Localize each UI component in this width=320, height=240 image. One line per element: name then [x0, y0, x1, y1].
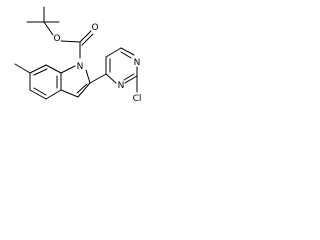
- bond-c3-c3a: [60, 89, 79, 98]
- bond-c7a-c7: [45, 64, 62, 74]
- indole-pyrrole-ring: [60, 65, 91, 98]
- pyrimidine-n1-label: N: [134, 58, 141, 68]
- bond-c6-n1: [120, 47, 135, 56]
- structure-canvas: O O N N N Cl: [0, 0, 150, 129]
- bond-carbonyl-double-a: [79, 30, 92, 43]
- pyrimidine-ring: [105, 47, 138, 93]
- indole-benzene-ring: [14, 63, 62, 100]
- bond-c4-c3a: [45, 89, 62, 100]
- indole-nitrogen-label: N: [77, 62, 84, 72]
- chemical-structure: O O N N N Cl: [14, 6, 142, 104]
- boc-carbamate: [60, 30, 94, 59]
- bond-aromatic-inner-c: [123, 73, 135, 81]
- bond-c5-c4: [29, 89, 47, 100]
- bond-c2-c3-inner: [76, 83, 88, 94]
- bond-c5-c6: [105, 47, 122, 58]
- bond-n3-c4: [105, 73, 117, 84]
- bond-tbu-to-oxygen: [43, 21, 54, 36]
- bond-n1-c2: [85, 69, 91, 84]
- bond-c2-c3: [77, 82, 91, 98]
- bond-carbonyl-double-b: [81, 33, 94, 46]
- bond-aromatic-inner-a: [33, 68, 48, 76]
- bond-c2-n3: [124, 75, 138, 84]
- bond-aromatic-inner-b: [33, 87, 47, 96]
- bond-ester-o-to-carbonyl: [60, 40, 81, 43]
- tert-butyl-group: [26, 6, 60, 36]
- bond-indole-to-pyrimidine: [89, 73, 107, 84]
- pyrimidine-n3-label: N: [118, 81, 125, 91]
- carbonyl-oxygen-label: O: [91, 23, 98, 33]
- bond-ring-to-methyl: [14, 63, 31, 74]
- bond-aromatic-inner-b: [120, 51, 132, 59]
- chlorine-label: Cl: [133, 94, 142, 104]
- ester-oxygen-label: O: [53, 34, 60, 44]
- bond-c7-c6: [29, 64, 47, 74]
- bond-c7a-n1: [60, 65, 76, 74]
